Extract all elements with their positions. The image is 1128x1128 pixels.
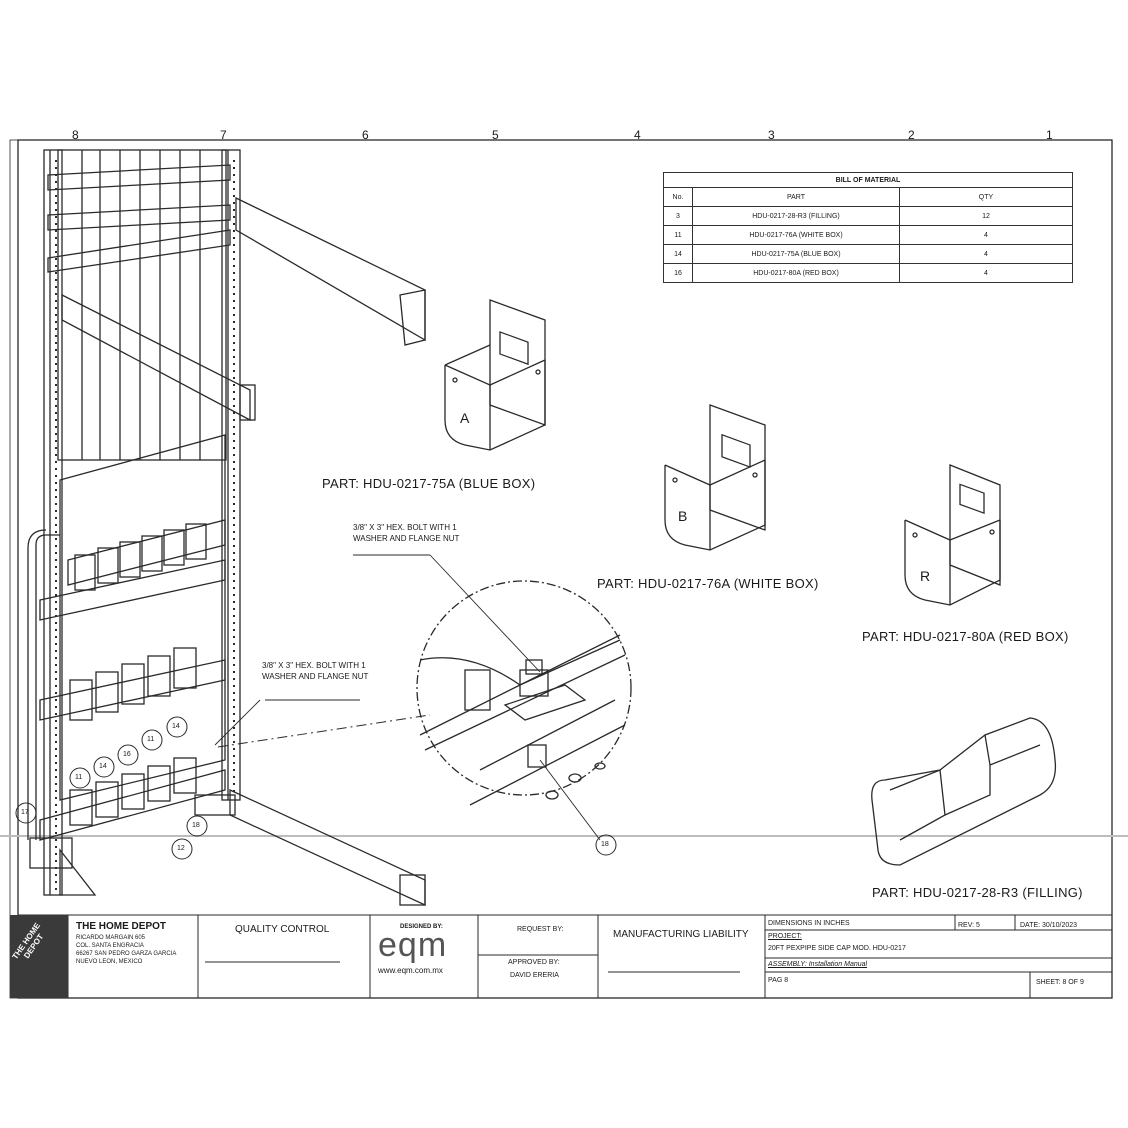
part-label-red-box: PART: HDU-0217-80A (RED BOX) [862,629,1069,644]
zone-number: 6 [362,128,369,142]
eqm-logo: eqm [378,926,448,964]
bom-row: 14 HDU-0217-75A (BLUE BOX) 4 [663,244,1073,264]
dimensions-note: DIMENSIONS IN INCHES [768,920,850,927]
website: www.eqm.com.mx [378,966,443,975]
home-depot-logo [10,915,68,998]
manufacturing-liability-label: MANUFACTURING LIABILITY [613,929,749,940]
zone-number: 2 [908,128,915,142]
filling-drawing [871,717,1057,866]
bom-cell-part: HDU-0217-75A (BLUE BOX) [692,244,900,264]
white-box-drawing [664,404,766,551]
balloon-number: 14 [99,763,107,770]
bolt-note-top: 3/8" X 3" HEX. BOLT WITH 1 WASHER AND FL… [353,523,460,543]
bom-row: 16 HDU-0217-80A (RED BOX) 4 [663,263,1073,283]
zone-number: 5 [492,128,499,142]
bom-header-qty: QTY [899,187,1073,207]
balloon-number: 18 [601,841,609,848]
project-label: PROJECT: [768,933,802,940]
approved-by-label: APPROVED BY: [508,959,560,966]
bolt-note-left: 3/8" X 3" HEX. BOLT WITH 1 WASHER AND FL… [262,661,369,681]
bom-row: 11 HDU-0217-76A (WHITE BOX) 4 [663,225,1073,245]
bom-header-no: No. [663,187,693,207]
bom-cell-qty: 4 [899,225,1073,245]
part-label-filling: PART: HDU-0217-28-R3 (FILLING) [872,885,1083,900]
zone-number: 7 [220,128,227,142]
zone-number: 3 [768,128,775,142]
balloon-number: 17 [21,809,29,816]
zone-number: 8 [72,128,79,142]
quality-control-label: QUALITY CONTROL [235,924,330,935]
company-address: RICARDO MARGAIN 605 COL. SANTA ENGRACIA … [76,934,176,966]
bom-cell-qty: 4 [899,263,1073,283]
red-box-drawing [904,464,1001,606]
bom-cell-part: HDU-0217-28-R3 (FILLING) [692,206,900,226]
request-by-label: REQUEST BY: [517,926,564,933]
bom-cell-qty: 4 [899,244,1073,264]
company-name: THE HOME DEPOT [76,921,167,932]
bom-cell-no: 16 [663,263,693,283]
balloons [15,716,617,860]
bolt-detail [353,554,632,841]
bom-row: 3 HDU-0217-28-R3 (FILLING) 12 [663,206,1073,226]
bom-cell-part: HDU-0217-80A (RED BOX) [692,263,900,283]
address-line: NUEVO LEON, MEXICO [76,959,143,965]
balloon-number: 12 [177,845,185,852]
title-block-lines [10,914,1112,998]
approver-name: DAVID ERERIA [510,972,559,979]
zone-number: 1 [1046,128,1053,142]
address-line: RICARDO MARGAIN 605 [76,935,146,941]
bom-header-part: PART [692,187,900,207]
balloon-number: 11 [75,774,83,781]
box-letter-r: R [920,568,931,584]
address-line: 66267 SAN PEDRO GARZA GARCIA [76,951,177,957]
part-label-white-box: PART: HDU-0217-76A (WHITE BOX) [597,576,819,591]
part-label-blue-box: PART: HDU-0217-75A (BLUE BOX) [322,476,536,491]
designed-by-label: DESIGNED BY: [400,924,443,930]
box-letter-b: B [678,508,688,524]
rack-assembly [27,149,426,907]
bill-of-material-table: BILL OF MATERIAL No. PART QTY 3 HDU-0217… [663,172,1073,283]
balloon-number: 16 [123,751,131,758]
page-number: PAG 8 [768,977,789,984]
balloon-number: 18 [192,822,200,829]
bom-cell-no: 11 [663,225,693,245]
revision: REV: 5 [958,922,980,929]
bom-title: BILL OF MATERIAL [663,172,1073,188]
box-letter-a: A [460,410,470,426]
balloon-number: 14 [172,723,180,730]
date: DATE: 30/10/2023 [1020,922,1078,929]
balloon-number: 11 [147,736,155,743]
project-name: 20FT PEXPIPE SIDE CAP MOD. HDU-0217 [768,945,906,952]
bom-cell-part: HDU-0217-76A (WHITE BOX) [692,225,900,245]
bom-cell-no: 3 [663,206,693,226]
assembly-name: ASSEMBLY: Installation Manual [768,961,868,968]
blue-box-drawing [444,299,546,451]
address-line: COL. SANTA ENGRACIA [76,943,144,949]
bom-cell-no: 14 [663,244,693,264]
bom-cell-qty: 12 [899,206,1073,226]
sheet-number: SHEET: 8 OF 9 [1036,979,1084,986]
zone-number: 4 [634,128,641,142]
